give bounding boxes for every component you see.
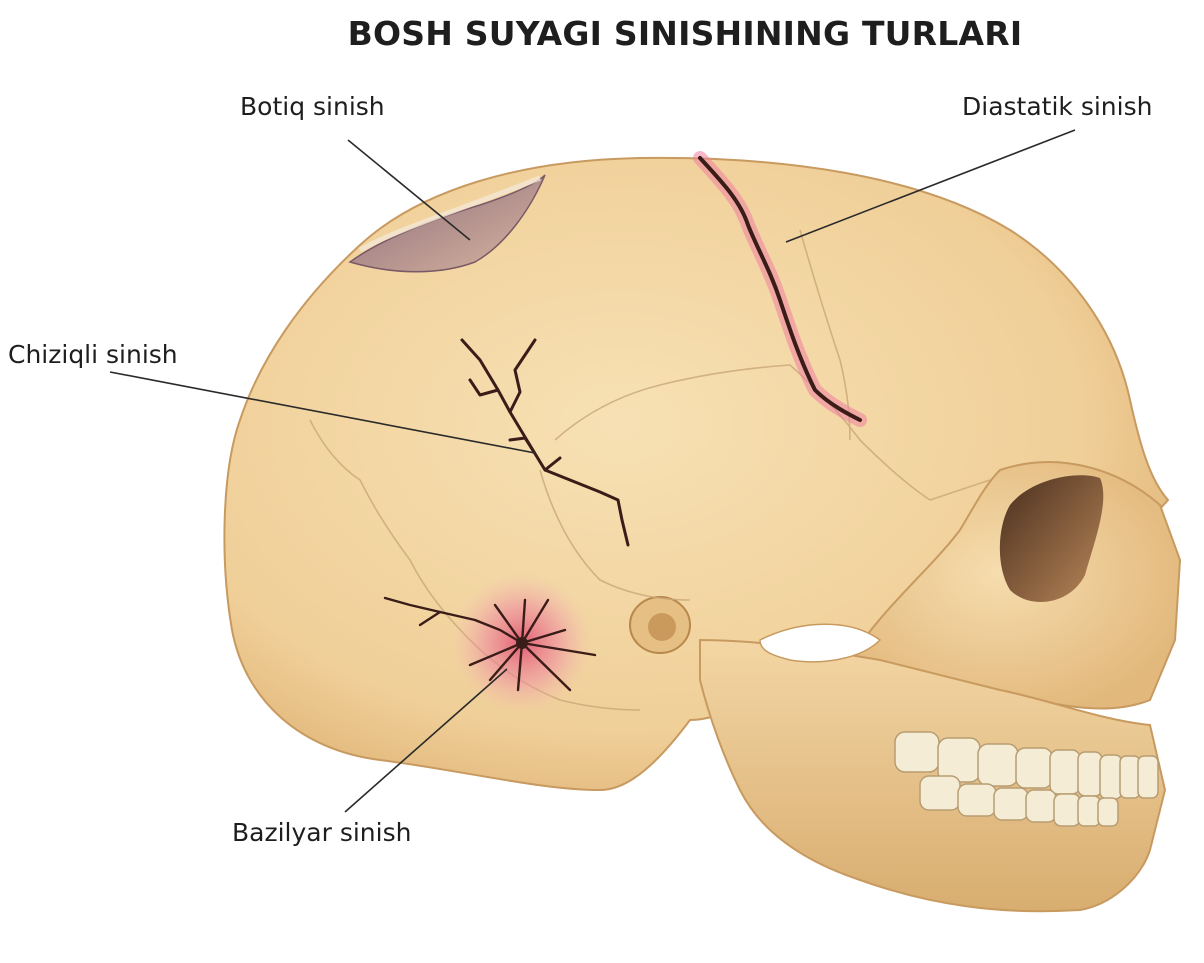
- label-bazilyar-sinish: Bazilyar sinish: [232, 818, 411, 847]
- diagram-title: BOSH SUYAGI SINISHINING TURLARI: [0, 14, 1204, 53]
- label-diastatik-sinish: Diastatik sinish: [962, 92, 1152, 121]
- label-botiq-sinish: Botiq sinish: [240, 92, 385, 121]
- label-chiziqli-sinish: Chiziqli sinish: [8, 340, 178, 369]
